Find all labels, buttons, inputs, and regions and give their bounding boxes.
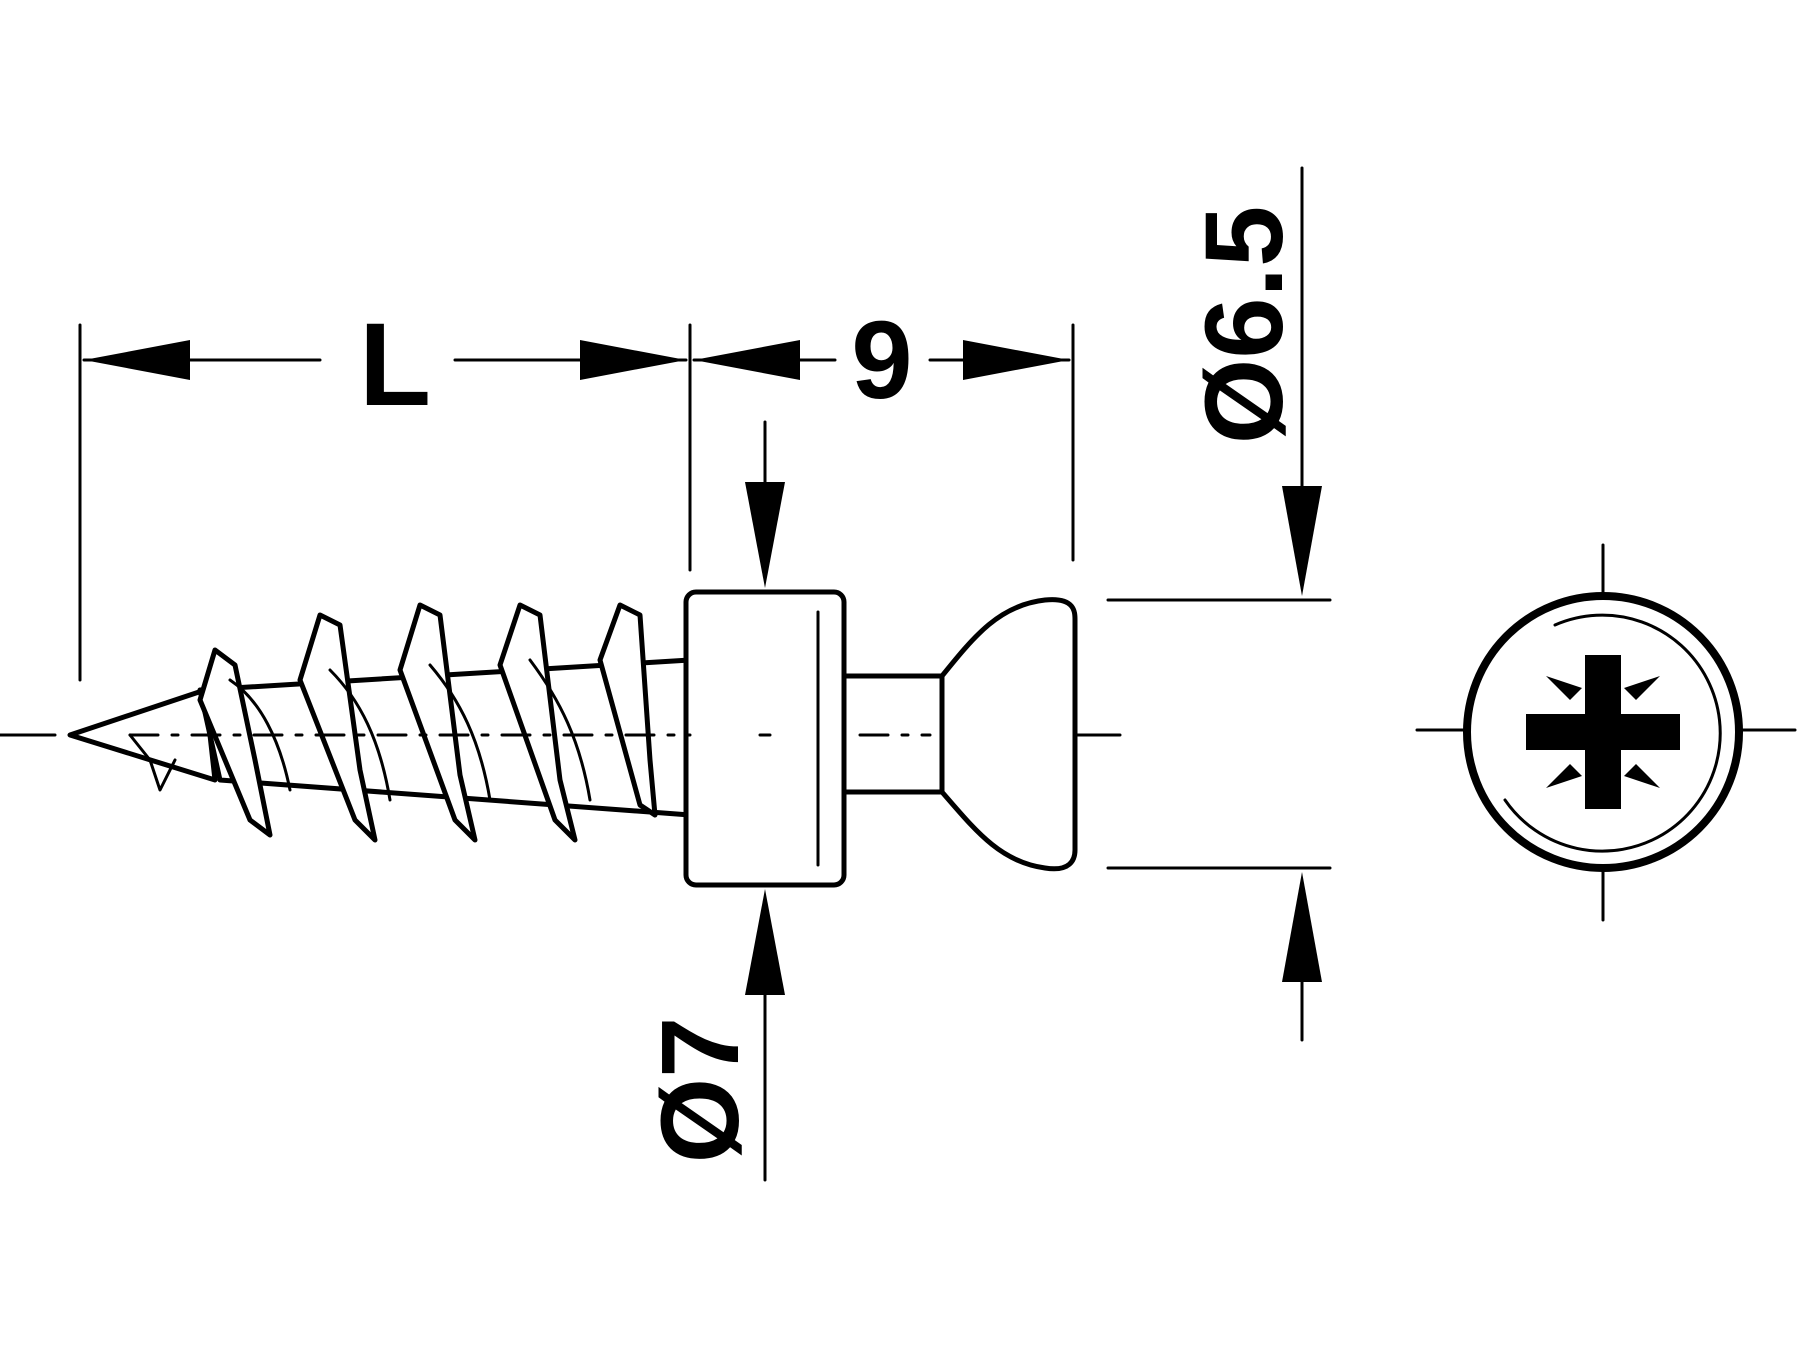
collar-diameter-label: Ø7 [639, 1017, 762, 1164]
head [939, 597, 1078, 872]
pozidriv-recess-icon [1526, 655, 1680, 809]
length-dimension: L [82, 299, 688, 431]
screw-thread [67, 602, 693, 843]
end-view-pozidriv-head [1415, 543, 1797, 922]
side-view [0, 589, 1122, 888]
collar-diameter-dimension: Ø7 [639, 420, 785, 1182]
head-diameter-label: Ø6.5 [1183, 206, 1306, 444]
length-label: L [359, 299, 431, 431]
head-length-dimension: 9 [692, 299, 1071, 422]
collar [683, 589, 847, 888]
dimensions: L 9 Ø6.5 Ø7 [78, 166, 1332, 1182]
head-length-label: 9 [851, 299, 912, 422]
head-diameter-dimension: Ø6.5 [1106, 166, 1332, 1042]
